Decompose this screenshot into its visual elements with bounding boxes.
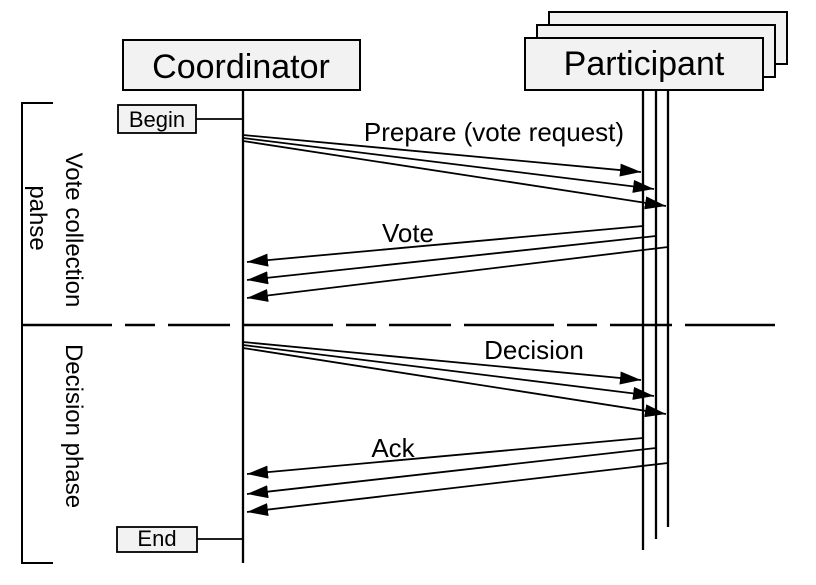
ack-arrow-2 [246,447,657,499]
decision-arrow-3 [242,347,667,418]
vote-label: Vote [382,218,434,248]
coordinator-label: Coordinator [152,48,330,86]
begin-label: Begin [129,107,185,132]
ack-label: Ack [371,433,415,463]
decision-label: Decision [484,335,584,365]
prepare-label: Prepare (vote request) [364,117,624,147]
vote-arrow-1 [246,225,644,267]
decision-arrow-1 [242,341,642,385]
ack-arrow-3 [246,462,669,517]
prepare-arrow-2 [242,137,655,193]
prepare-arrow-3 [242,140,667,210]
coordinator-box [122,39,361,91]
vote-arrow-3 [246,246,669,302]
end-label: End [137,526,176,551]
phase-bracket [21,102,53,564]
phase-label-vote-collection-line-1: Vote collection [60,153,87,308]
vote-arrow-2 [246,235,657,285]
participant-box-front [524,37,764,91]
decision-arrow-2 [242,344,655,400]
ack-arrow-1 [246,437,644,479]
prepare-arrow-1 [242,134,642,177]
end-box [116,526,198,553]
participant-label: Participant [564,45,725,83]
phase-label-decision: Decision phase [60,344,87,508]
phase-label-vote-collection-line-2: pahse [24,185,51,250]
begin-box [117,104,197,134]
